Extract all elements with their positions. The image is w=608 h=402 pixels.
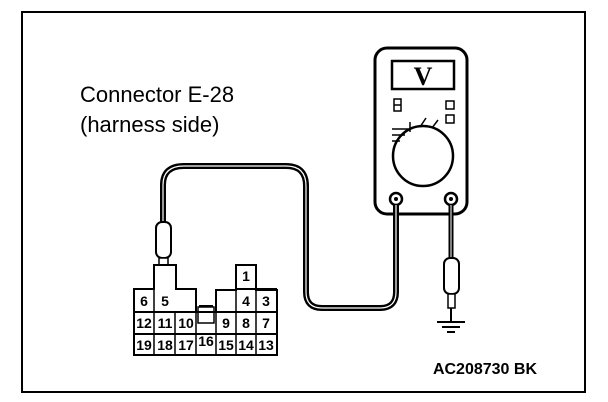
pin-6: 6 <box>140 293 148 309</box>
ground-symbol-icon <box>437 321 465 333</box>
voltmeter-display <box>390 59 456 91</box>
ground-probe <box>443 257 460 321</box>
pin-18: 18 <box>157 337 173 353</box>
pin-16: 16 <box>198 333 214 349</box>
probe-lead-wire <box>160 163 399 311</box>
pin-17: 17 <box>178 337 194 353</box>
pin-9: 9 <box>222 315 230 331</box>
pin-4: 4 <box>242 293 250 309</box>
pin-10: 10 <box>178 315 194 331</box>
connector-title: Connector E-28 <box>80 82 234 107</box>
voltmeter-symbol: V <box>414 62 433 91</box>
pin-7: 7 <box>262 315 270 331</box>
pin-12: 12 <box>136 315 152 331</box>
voltmeter-dial <box>391 124 455 188</box>
pin-11: 11 <box>158 315 173 331</box>
connector-e28: 1 6 5 4 3 12 11 10 9 8 7 19 18 17 16 15 … <box>133 264 278 356</box>
pin-13: 13 <box>258 337 274 353</box>
diagram-frame <box>21 11 586 393</box>
voltmeter-right-button-top <box>445 100 455 110</box>
pin-8: 8 <box>242 315 250 331</box>
pin-1: 1 <box>242 268 250 284</box>
voltmeter-right-button-bottom <box>445 114 455 124</box>
figure-code: AC208730 BK <box>433 361 538 378</box>
voltmeter: V <box>373 46 469 216</box>
connector-key-tab <box>197 306 215 324</box>
pin-14: 14 <box>238 337 254 353</box>
pin-5: 5 <box>161 293 169 309</box>
pin-19: 19 <box>136 337 152 353</box>
pin-15: 15 <box>218 337 234 353</box>
connector-subtitle: (harness side) <box>80 112 219 137</box>
pin-3: 3 <box>262 293 270 309</box>
